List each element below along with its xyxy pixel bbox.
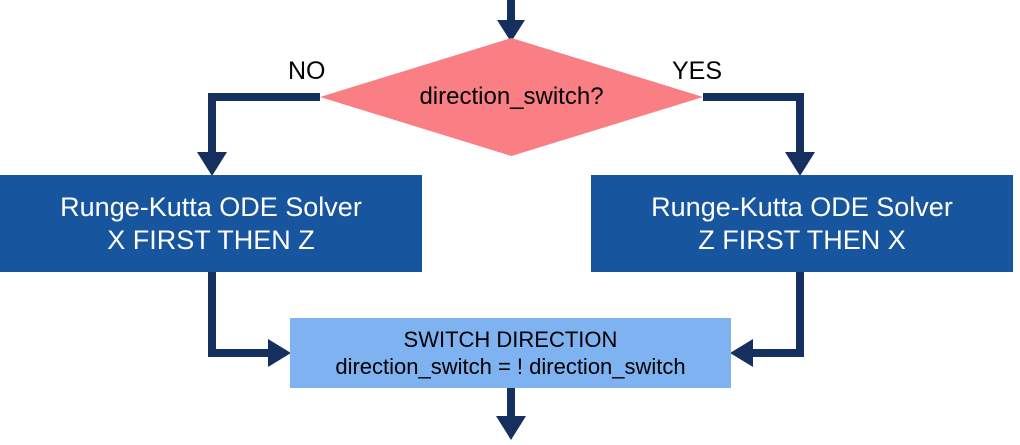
process-left-line1: Runge-Kutta ODE Solver — [60, 192, 362, 223]
no-branch-connector — [197, 93, 320, 176]
branch-label-no: NO — [288, 57, 326, 85]
switch-direction-box: SWITCH DIRECTION direction_switch = ! di… — [290, 318, 731, 388]
entry-arrow — [497, 0, 525, 42]
process-right-line1: Runge-Kutta ODE Solver — [651, 192, 953, 223]
switch-box-line2: direction_switch = ! direction_switch — [335, 354, 686, 379]
decision-label: direction_switch? — [419, 83, 604, 110]
process-box-right: Runge-Kutta ODE Solver Z FIRST THEN X — [591, 175, 1013, 272]
branch-label-yes: YES — [672, 57, 723, 85]
yes-branch-connector — [703, 93, 815, 176]
switch-box-line1: SWITCH DIRECTION — [403, 326, 618, 352]
process-left-line2: X FIRST THEN Z — [107, 224, 315, 255]
left-to-switch-connector — [208, 272, 291, 367]
process-box-left: Runge-Kutta ODE Solver X FIRST THEN Z — [0, 175, 422, 272]
process-right-line2: Z FIRST THEN X — [698, 224, 906, 255]
exit-arrow — [496, 388, 526, 440]
right-to-switch-connector — [730, 272, 804, 367]
